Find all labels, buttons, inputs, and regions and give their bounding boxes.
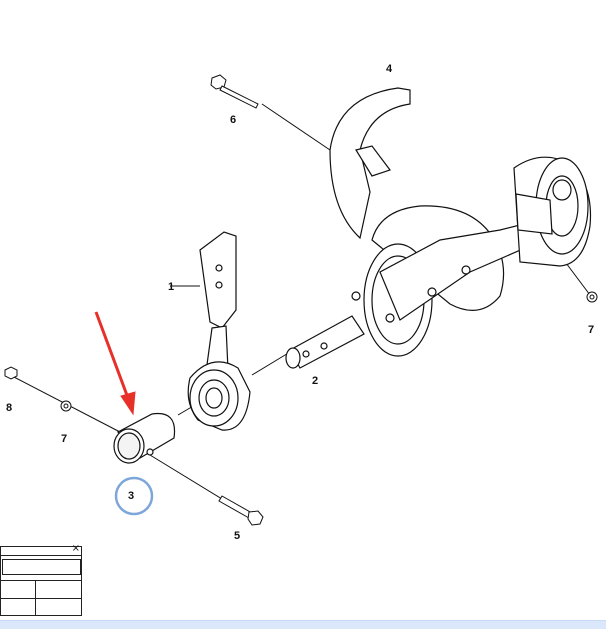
shaft-part-2 — [285, 315, 365, 369]
callout-1: 1 — [168, 281, 175, 293]
axis-line — [261, 103, 331, 151]
bolt-5 — [218, 495, 264, 526]
callout-3: 3 — [128, 490, 135, 502]
callout-5: 5 — [234, 530, 241, 542]
callout-6: 6 — [230, 114, 237, 126]
washer-7-right — [586, 291, 598, 303]
callout-7-right: 7 — [588, 324, 595, 336]
highlight-arrow — [94, 311, 136, 416]
close-icon[interactable]: × — [71, 543, 80, 554]
callout-2: 2 — [312, 375, 319, 387]
panel-divider — [1, 598, 81, 599]
bottom-strip — [0, 620, 606, 629]
highlight-circle — [114, 476, 154, 516]
axis-line — [251, 351, 291, 376]
arm-part-1 — [187, 231, 251, 431]
panel-title-bar — [1, 547, 81, 556]
plate-part-4 — [329, 87, 411, 240]
bolt-6 — [210, 74, 259, 109]
callout-4: 4 — [386, 63, 393, 75]
pulley-right — [513, 156, 592, 267]
panel-divider — [1, 580, 81, 581]
sleeve-part-3 — [113, 412, 176, 464]
callout-8: 8 — [6, 402, 13, 414]
nut-8 — [4, 366, 18, 380]
callout-7-left: 7 — [61, 433, 68, 445]
floating-panel: × — [0, 543, 82, 616]
washer-7-left — [60, 400, 72, 412]
drum-assembly — [351, 205, 549, 357]
panel-input-field[interactable] — [2, 559, 81, 575]
